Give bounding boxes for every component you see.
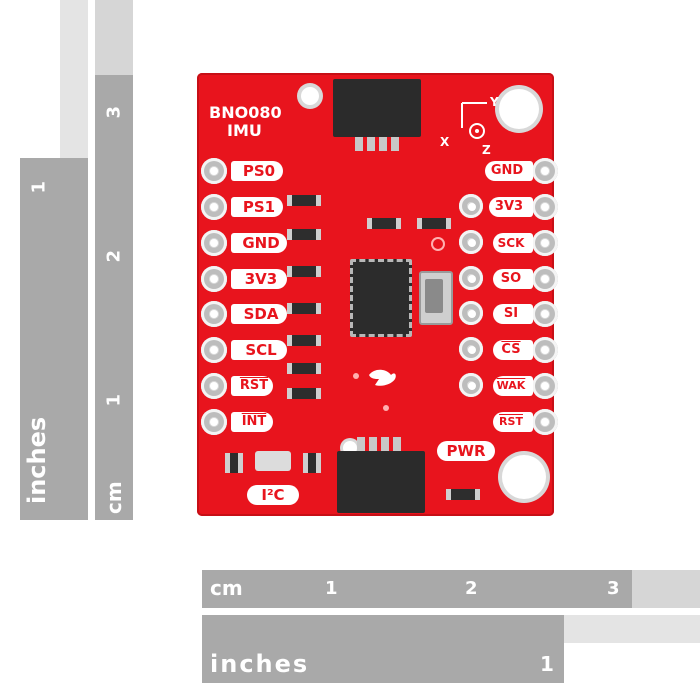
pin-label-scl: SCL (231, 340, 287, 360)
pad-right-inner-so[interactable] (459, 266, 483, 290)
pin-label-right-so: SO (493, 269, 533, 289)
inches-ruler-label: inches (23, 416, 51, 504)
pad-left-sda[interactable] (201, 301, 227, 327)
inches-ruler-mark: 1 (28, 180, 50, 194)
cm-ruler-label: cm (102, 481, 126, 514)
pad-left-ps1[interactable] (201, 194, 227, 220)
pad-left-gnd[interactable] (201, 230, 227, 256)
sparkfun-logo-icon (369, 369, 396, 386)
mounting-hole-bottom-right (502, 455, 546, 499)
pad-right-sck[interactable] (532, 230, 558, 256)
axis-label-z: Z (482, 143, 491, 157)
pad-right-rst[interactable] (532, 409, 558, 435)
inches-ruler-horizontal (202, 615, 564, 683)
pin-label-right-3v3: 3V3 (489, 197, 533, 217)
pad-right-cs[interactable] (532, 337, 558, 363)
pad-left-rst[interactable] (201, 373, 227, 399)
qwiic-connector-bottom (337, 451, 425, 513)
pin-label-ps0: PS0 (231, 161, 283, 181)
pin-label-ps1: PS1 (231, 197, 283, 217)
axis-indicator-icon (461, 102, 487, 139)
pad-right-inner-si[interactable] (459, 301, 483, 325)
i2c-label: I²C (247, 485, 299, 505)
resistor (287, 303, 321, 314)
resistor (287, 229, 321, 240)
pad-right-wak[interactable] (532, 373, 558, 399)
pad-left-3v3[interactable] (201, 266, 227, 292)
pad-right-inner-cs[interactable] (459, 337, 483, 361)
pad-left-scl[interactable] (201, 337, 227, 363)
pad-left-ps0[interactable] (201, 158, 227, 184)
cm-ruler-mark-3: 3 (103, 105, 125, 119)
pad-right-gnd[interactable] (532, 158, 558, 184)
board-subtitle: IMU (227, 121, 262, 140)
pin-label-gnd: GND (231, 233, 287, 253)
pin-label-right-si: SI (493, 304, 533, 324)
cm-ruler-h-mark-2: 2 (465, 578, 478, 599)
pad-right-si[interactable] (532, 301, 558, 327)
pin-label-right-wak: WAK (493, 376, 533, 396)
cm-ruler-vertical (95, 0, 133, 520)
pad-right-inner-sck[interactable] (459, 230, 483, 254)
pad-right-inner-wak[interactable] (459, 373, 483, 397)
via (383, 405, 389, 411)
jumper-resistor (303, 453, 321, 473)
pin-label-right-sck: SCK (493, 233, 533, 253)
capacitor (367, 218, 401, 229)
pin-label-rst: RST (231, 376, 273, 396)
inches-ruler-h-mark: 1 (540, 652, 554, 676)
pin-label-right-gnd: GND (485, 161, 533, 181)
pin-label-right-cs: CS (493, 340, 533, 360)
pad-right-inner-gnd[interactable] (459, 194, 483, 218)
pad-right-3v3[interactable] (532, 194, 558, 220)
cm-ruler-horizontal-light (632, 570, 700, 608)
cm-ruler-h-label: cm (210, 576, 243, 600)
pwr-label: PWR (437, 441, 495, 461)
resistor (287, 195, 321, 206)
axis-label-x: X (440, 135, 450, 149)
resistor (287, 363, 321, 374)
via (433, 239, 443, 249)
pad-right-so[interactable] (532, 266, 558, 292)
axis-label-y: Y (490, 95, 499, 109)
power-led (446, 489, 480, 500)
cm-ruler-h-mark-1: 1 (325, 578, 338, 599)
cm-ruler-h-mark-3: 3 (607, 578, 620, 599)
crystal-oscillator-window (425, 279, 443, 313)
pin-label-sda: SDA (231, 304, 287, 324)
connector-bottom-pins (357, 437, 403, 451)
inches-ruler-horizontal-tail (564, 615, 700, 643)
connector-top-pins (355, 137, 401, 151)
qwiic-connector-top (333, 79, 421, 137)
capacitor (417, 218, 451, 229)
resistor (287, 388, 321, 399)
mounting-hole-top-left (301, 87, 319, 105)
inches-ruler-h-label: inches (210, 650, 310, 678)
board-title: BNO080 (209, 103, 282, 122)
inches-ruler-vertical (20, 158, 88, 520)
resistor (287, 266, 321, 277)
via (353, 373, 359, 379)
cm-ruler-mark-1: 1 (103, 393, 125, 407)
bno080-imu-board: BNO080 IMU Y X Z (197, 73, 558, 516)
pad-left-int[interactable] (201, 409, 227, 435)
pin-label-right-rst: RST (493, 412, 533, 432)
cm-ruler-horizontal (202, 570, 632, 608)
pin-label-int: INT (231, 412, 273, 432)
bno080-chip (350, 259, 412, 337)
cm-ruler-vertical-light (95, 0, 133, 75)
inches-ruler-vertical-tail (60, 0, 88, 158)
i2c-jumper (255, 451, 291, 471)
cm-ruler-mark-2: 2 (103, 249, 125, 263)
pin-label-3v3: 3V3 (231, 269, 287, 289)
mounting-hole-top-right (499, 89, 539, 129)
resistor (287, 335, 321, 346)
jumper-resistor (225, 453, 243, 473)
